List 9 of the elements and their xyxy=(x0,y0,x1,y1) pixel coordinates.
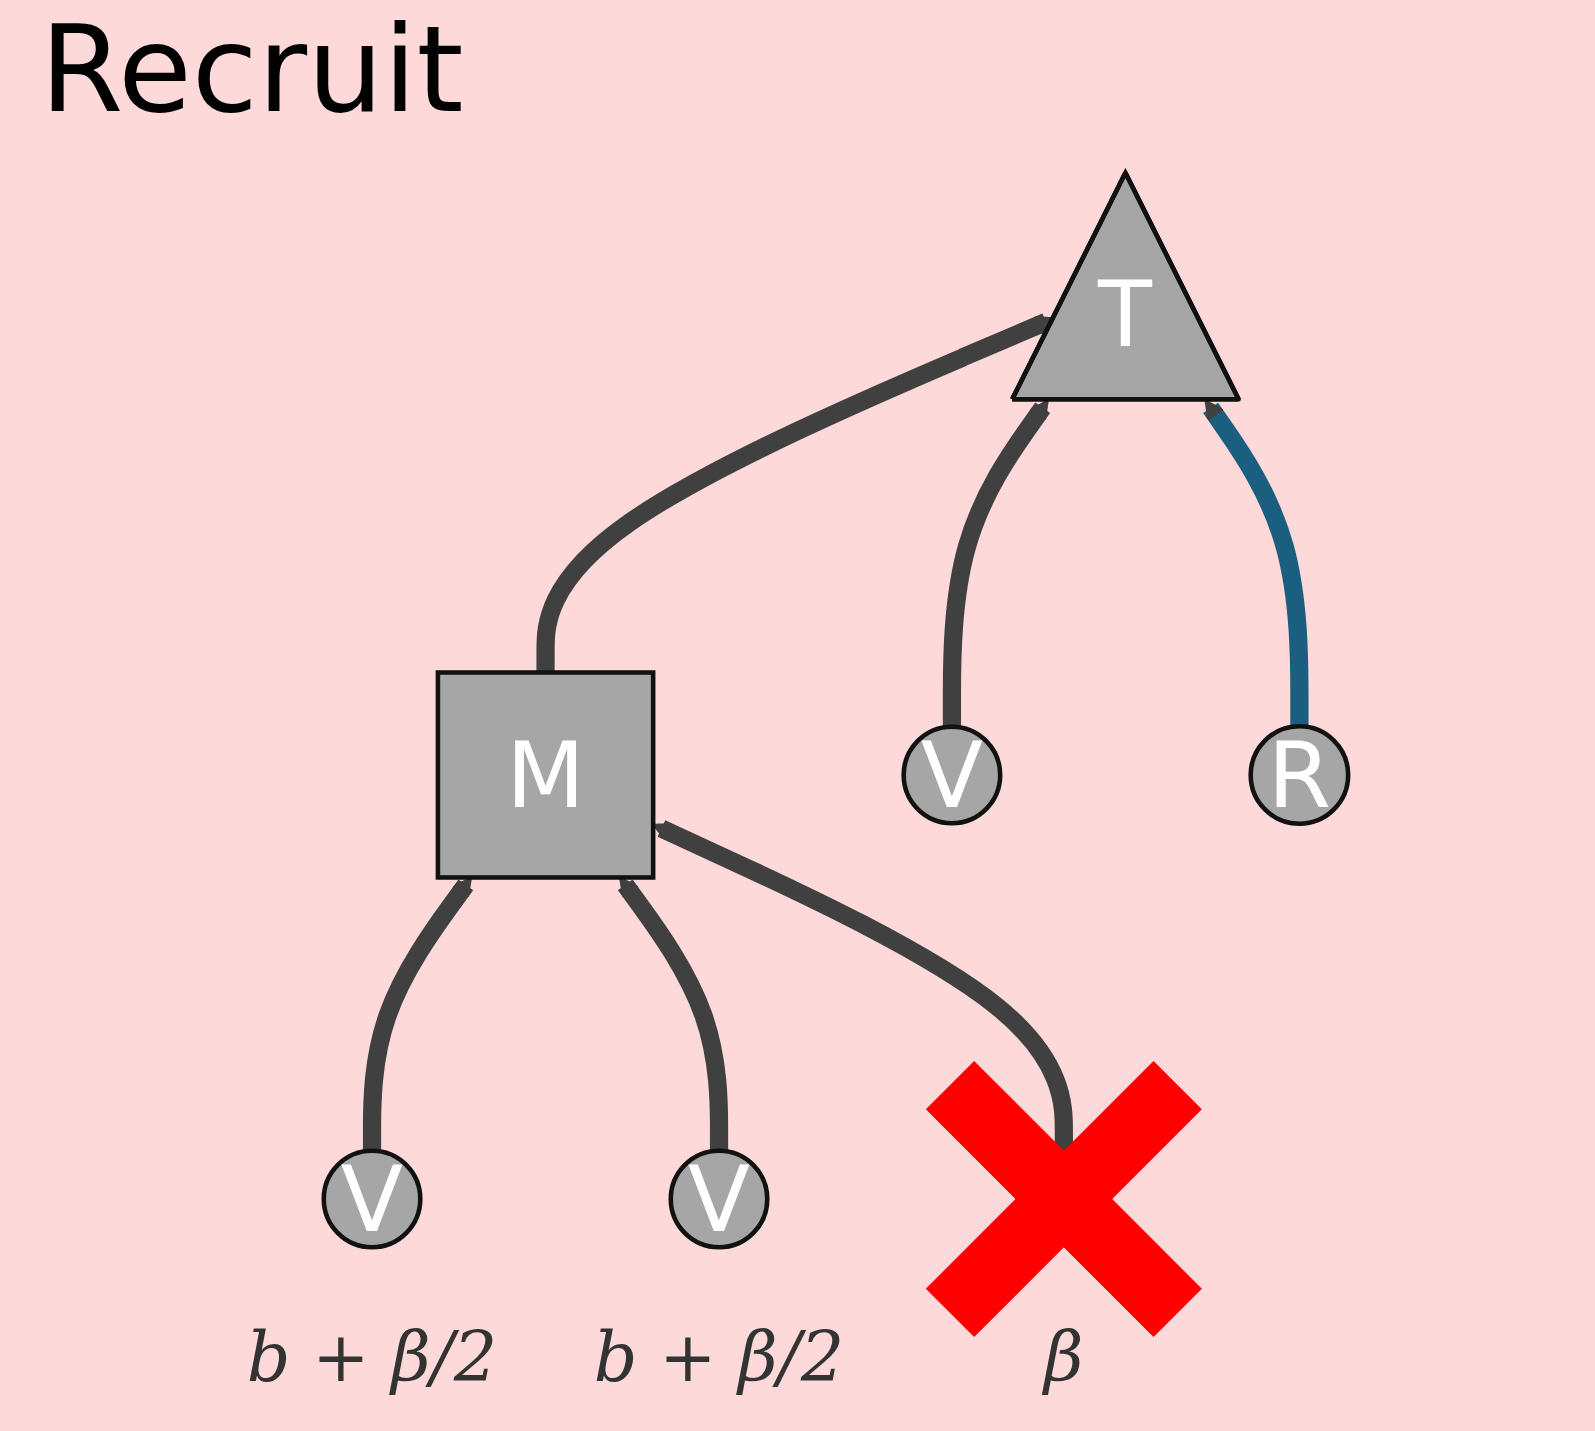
formula-text: b + β/2 xyxy=(246,1318,498,1398)
formula-text: b + β/2 xyxy=(593,1318,845,1398)
node-circle: V xyxy=(901,724,1003,826)
node-box: M xyxy=(435,670,656,880)
node-circle: V xyxy=(668,1148,770,1250)
node-circle: R xyxy=(1248,724,1351,826)
diagram-title: Recruit xyxy=(40,0,464,139)
formula-text: β xyxy=(1044,1318,1084,1398)
node-circle: V xyxy=(321,1148,423,1250)
